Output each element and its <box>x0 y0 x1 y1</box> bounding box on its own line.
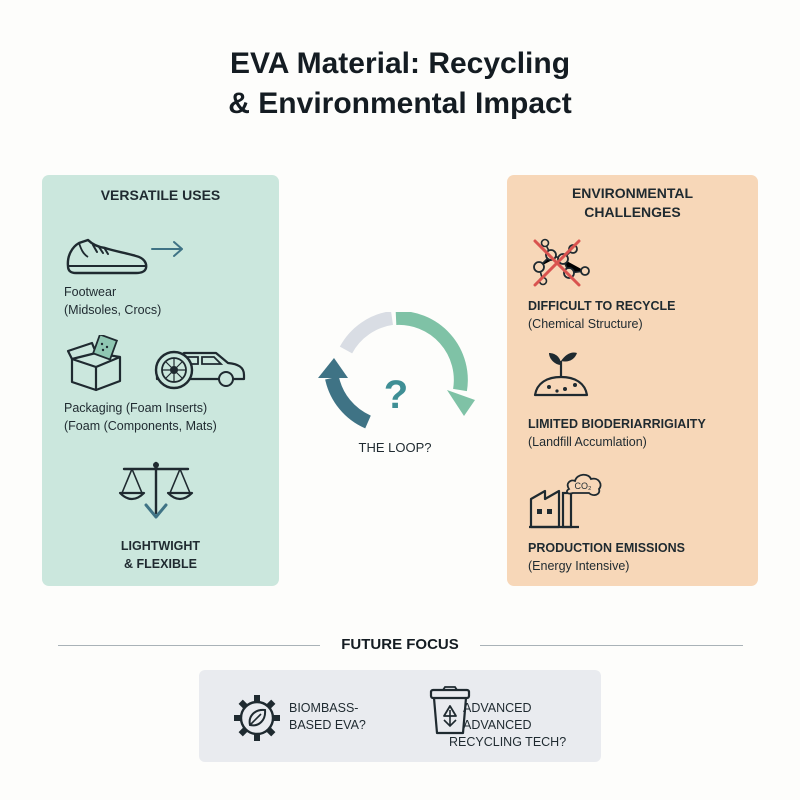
property-line-2: & FLEXIBLE <box>124 557 197 571</box>
heading-line-2: CHALLENGES <box>584 204 681 220</box>
biomass-line-2: BASED EVA? <box>289 718 366 732</box>
loop-arc-grey <box>339 312 394 354</box>
loop-arc-green <box>395 312 468 392</box>
loop-arrowhead-teal <box>318 358 348 378</box>
factory-emissions-icon: CO₂ <box>529 473 602 529</box>
sprout-in-soil-icon <box>533 352 589 397</box>
difficult-to-recycle-detail: (Chemical Structure) <box>528 317 643 331</box>
production-emissions-title: PRODUCTION EMISSIONS <box>528 541 685 555</box>
lightweight-text: LIGHTWIGHT & FLEXIBLE <box>42 537 279 573</box>
advanced-line-1: ADVANCED <box>463 701 532 715</box>
co2-label: CO₂ <box>575 481 593 491</box>
car-icon <box>154 350 246 390</box>
loop-arrowhead-green <box>447 390 475 416</box>
recycling-tech-text: RECYCLING TECH? <box>449 735 567 749</box>
loop-question-mark: ? <box>384 373 408 417</box>
advanced-recycling-text: ADVANCED ADVANCED <box>463 700 532 734</box>
limited-biodegradability-title: LIMITED BIODERIARRIGIAITY <box>528 417 706 431</box>
gear-leaf-icon <box>234 695 280 741</box>
future-divider-right <box>480 645 743 646</box>
loop-cycle-diagram: ? <box>318 312 475 429</box>
heading-line-1: ENVIRONMENTAL <box>571 185 694 201</box>
difficult-to-recycle-text: DIFFICULT TO RECYCLE (Chemical Structure… <box>528 297 675 333</box>
future-divider-left <box>58 645 320 646</box>
production-emissions-text: PRODUCTION EMISSIONS (Energy Intensive) <box>528 539 685 575</box>
page-title: EVA Material: Recycling & Environmental … <box>0 44 800 124</box>
footwear-detail: (Midsoles, Crocs) <box>64 303 162 317</box>
crossed-molecule-icon <box>533 238 590 287</box>
balance-scale-icon <box>118 461 194 519</box>
limited-biodegradability-detail: (Landfill Accumlation) <box>528 435 647 449</box>
versatile-uses-heading: VERSATILE USES <box>100 187 221 203</box>
title-line-1: EVA Material: Recycling <box>229 47 571 80</box>
packaging-detail: (Foam (Components, Mats) <box>64 419 217 433</box>
footwear-text: Footwear (Midsoles, Crocs) <box>64 283 161 319</box>
environmental-challenges-panel: ENVIRONMENTAL CHALLENGES DIFFICULT TO RE… <box>507 175 758 586</box>
recycling-bin-icon <box>429 686 471 735</box>
loop-label: THE LOOP? <box>358 440 432 455</box>
packaging-label: Packaging (Foam Inserts) <box>64 401 208 415</box>
biomass-line-1: BIOMBASS- <box>289 701 359 715</box>
arrow-right-icon <box>151 241 183 257</box>
environmental-challenges-heading: ENVIRONMENTAL CHALLENGES <box>507 184 758 222</box>
loop-arc-teal <box>325 376 372 429</box>
footwear-label: Footwear <box>64 285 117 299</box>
title-line-2: & Environmental Impact <box>228 87 572 120</box>
biomass-eva-text: BIOMBASS- BASED EVA? <box>289 700 366 734</box>
limited-biodegradability-text: LIMITED BIODERIARRIGIAITY (Landfill Accu… <box>528 415 706 451</box>
box-icon <box>66 335 122 392</box>
property-line-1: LIGHTWIGHT <box>120 539 201 553</box>
production-emissions-detail: (Energy Intensive) <box>528 559 630 573</box>
difficult-to-recycle-title: DIFFICULT TO RECYCLE <box>528 299 676 313</box>
advanced-line-2: ADVANCED <box>463 718 532 732</box>
future-focus-heading: FUTURE FOCUS <box>341 636 459 653</box>
future-focus-box: BIOMBASS- BASED EVA? ADVANCED ADVANCED R… <box>199 670 601 762</box>
shoe-icon <box>66 238 148 275</box>
packaging-text: Packaging (Foam Inserts) (Foam (Componen… <box>64 399 217 435</box>
versatile-uses-panel: VERSATILE USES Footwear (Midsoles, Crocs… <box>42 175 279 586</box>
